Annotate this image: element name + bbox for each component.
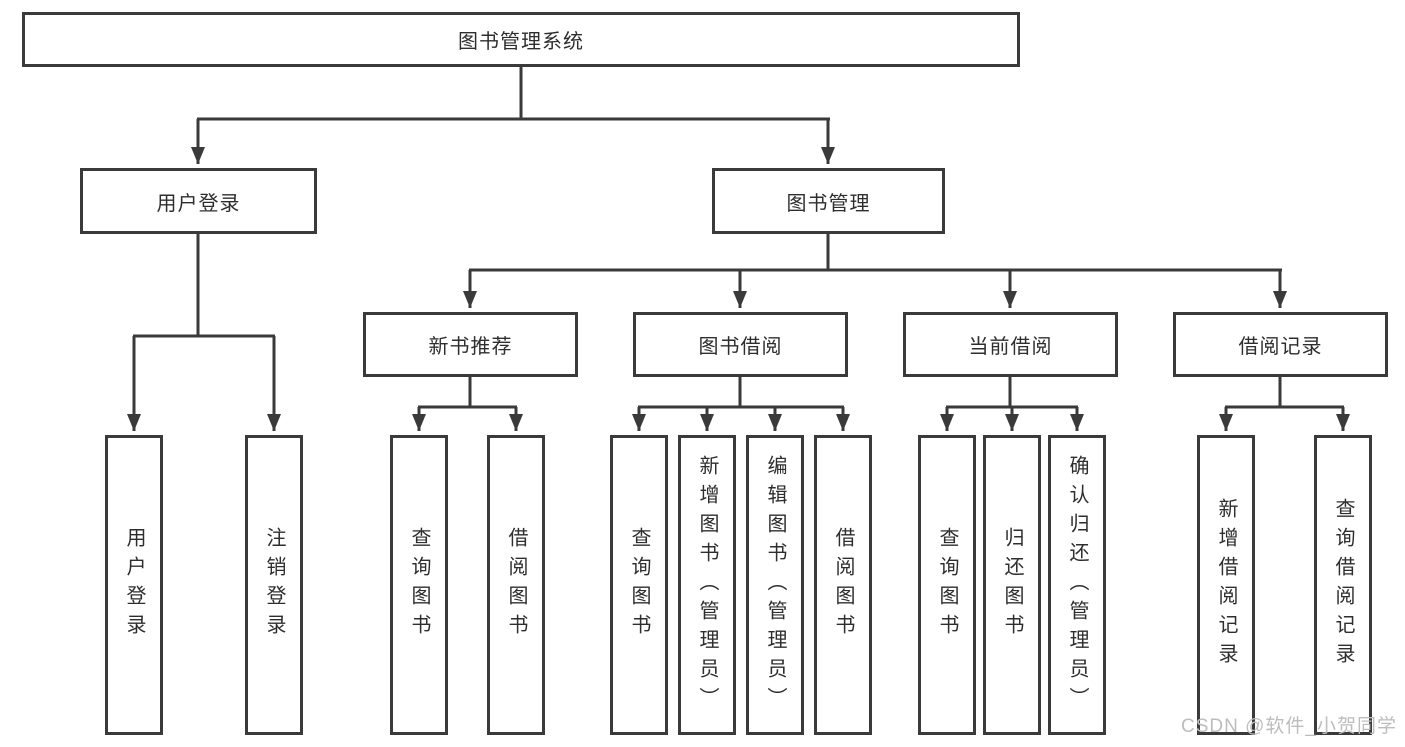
leaf-records-query-record: 查询借阅记录	[1314, 435, 1372, 735]
leaf-recommend-query-books: 查询图书	[390, 435, 448, 735]
node-book-borrow-label: 图书借阅	[698, 336, 783, 358]
leaf-recommend-borrow-books-label: 借阅图书	[505, 527, 527, 643]
leaf-user-login: 用户登录	[105, 435, 163, 735]
leaf-borrow-edit-books-admin: 编辑图书（管理员）	[746, 435, 804, 735]
leaf-user-login-label: 用户登录	[123, 527, 145, 643]
leaf-borrow-borrow-books: 借阅图书	[814, 435, 872, 735]
node-borrow-records: 借阅记录	[1173, 312, 1388, 377]
node-book-management: 图书管理	[712, 168, 945, 234]
leaf-recommend-borrow-books: 借阅图书	[487, 435, 545, 735]
node-system-root-label: 图书管理系统	[458, 31, 584, 53]
leaf-current-confirm-return-admin: 确认归还（管理员）	[1048, 435, 1106, 735]
leaf-current-query-books-label: 查询图书	[936, 527, 958, 643]
node-system-root: 图书管理系统	[22, 12, 1020, 67]
leaf-borrow-add-books-admin: 新增图书（管理员）	[678, 435, 736, 735]
leaf-current-confirm-return-admin-label: 确认归还（管理员）	[1066, 454, 1088, 716]
node-current-borrow: 当前借阅	[903, 312, 1118, 377]
leaf-borrow-edit-books-admin-label: 编辑图书（管理员）	[764, 454, 786, 716]
leaf-borrow-query-books: 查询图书	[610, 435, 668, 735]
node-user-login-label: 用户登录	[156, 192, 241, 215]
leaf-borrow-add-books-admin-label: 新增图书（管理员）	[696, 454, 718, 716]
csdn-watermark: CSDN @软件_小贺同学	[1181, 716, 1397, 737]
leaf-current-return-books: 归还图书	[983, 435, 1041, 735]
node-user-login: 用户登录	[80, 168, 317, 234]
node-new-book-recommend: 新书推荐	[363, 312, 578, 377]
leaf-borrow-query-books-label: 查询图书	[628, 527, 650, 643]
leaf-current-query-books: 查询图书	[918, 435, 976, 735]
leaf-records-add-record: 新增借阅记录	[1197, 435, 1255, 735]
leaf-records-add-record-label: 新增借阅记录	[1215, 498, 1237, 672]
leaf-logout-login: 注销登录	[245, 435, 303, 735]
node-book-borrow: 图书借阅	[633, 312, 848, 377]
leaf-records-query-record-label: 查询借阅记录	[1332, 498, 1354, 672]
leaf-current-return-books-label: 归还图书	[1001, 527, 1023, 643]
leaf-logout-login-label: 注销登录	[263, 527, 285, 643]
leaf-recommend-query-books-label: 查询图书	[408, 527, 430, 643]
node-current-borrow-label: 当前借阅	[968, 336, 1053, 358]
leaf-borrow-borrow-books-label: 借阅图书	[832, 527, 854, 643]
node-new-book-recommend-label: 新书推荐	[428, 336, 513, 358]
node-borrow-records-label: 借阅记录	[1238, 336, 1323, 358]
node-book-management-label: 图书管理	[786, 192, 871, 215]
